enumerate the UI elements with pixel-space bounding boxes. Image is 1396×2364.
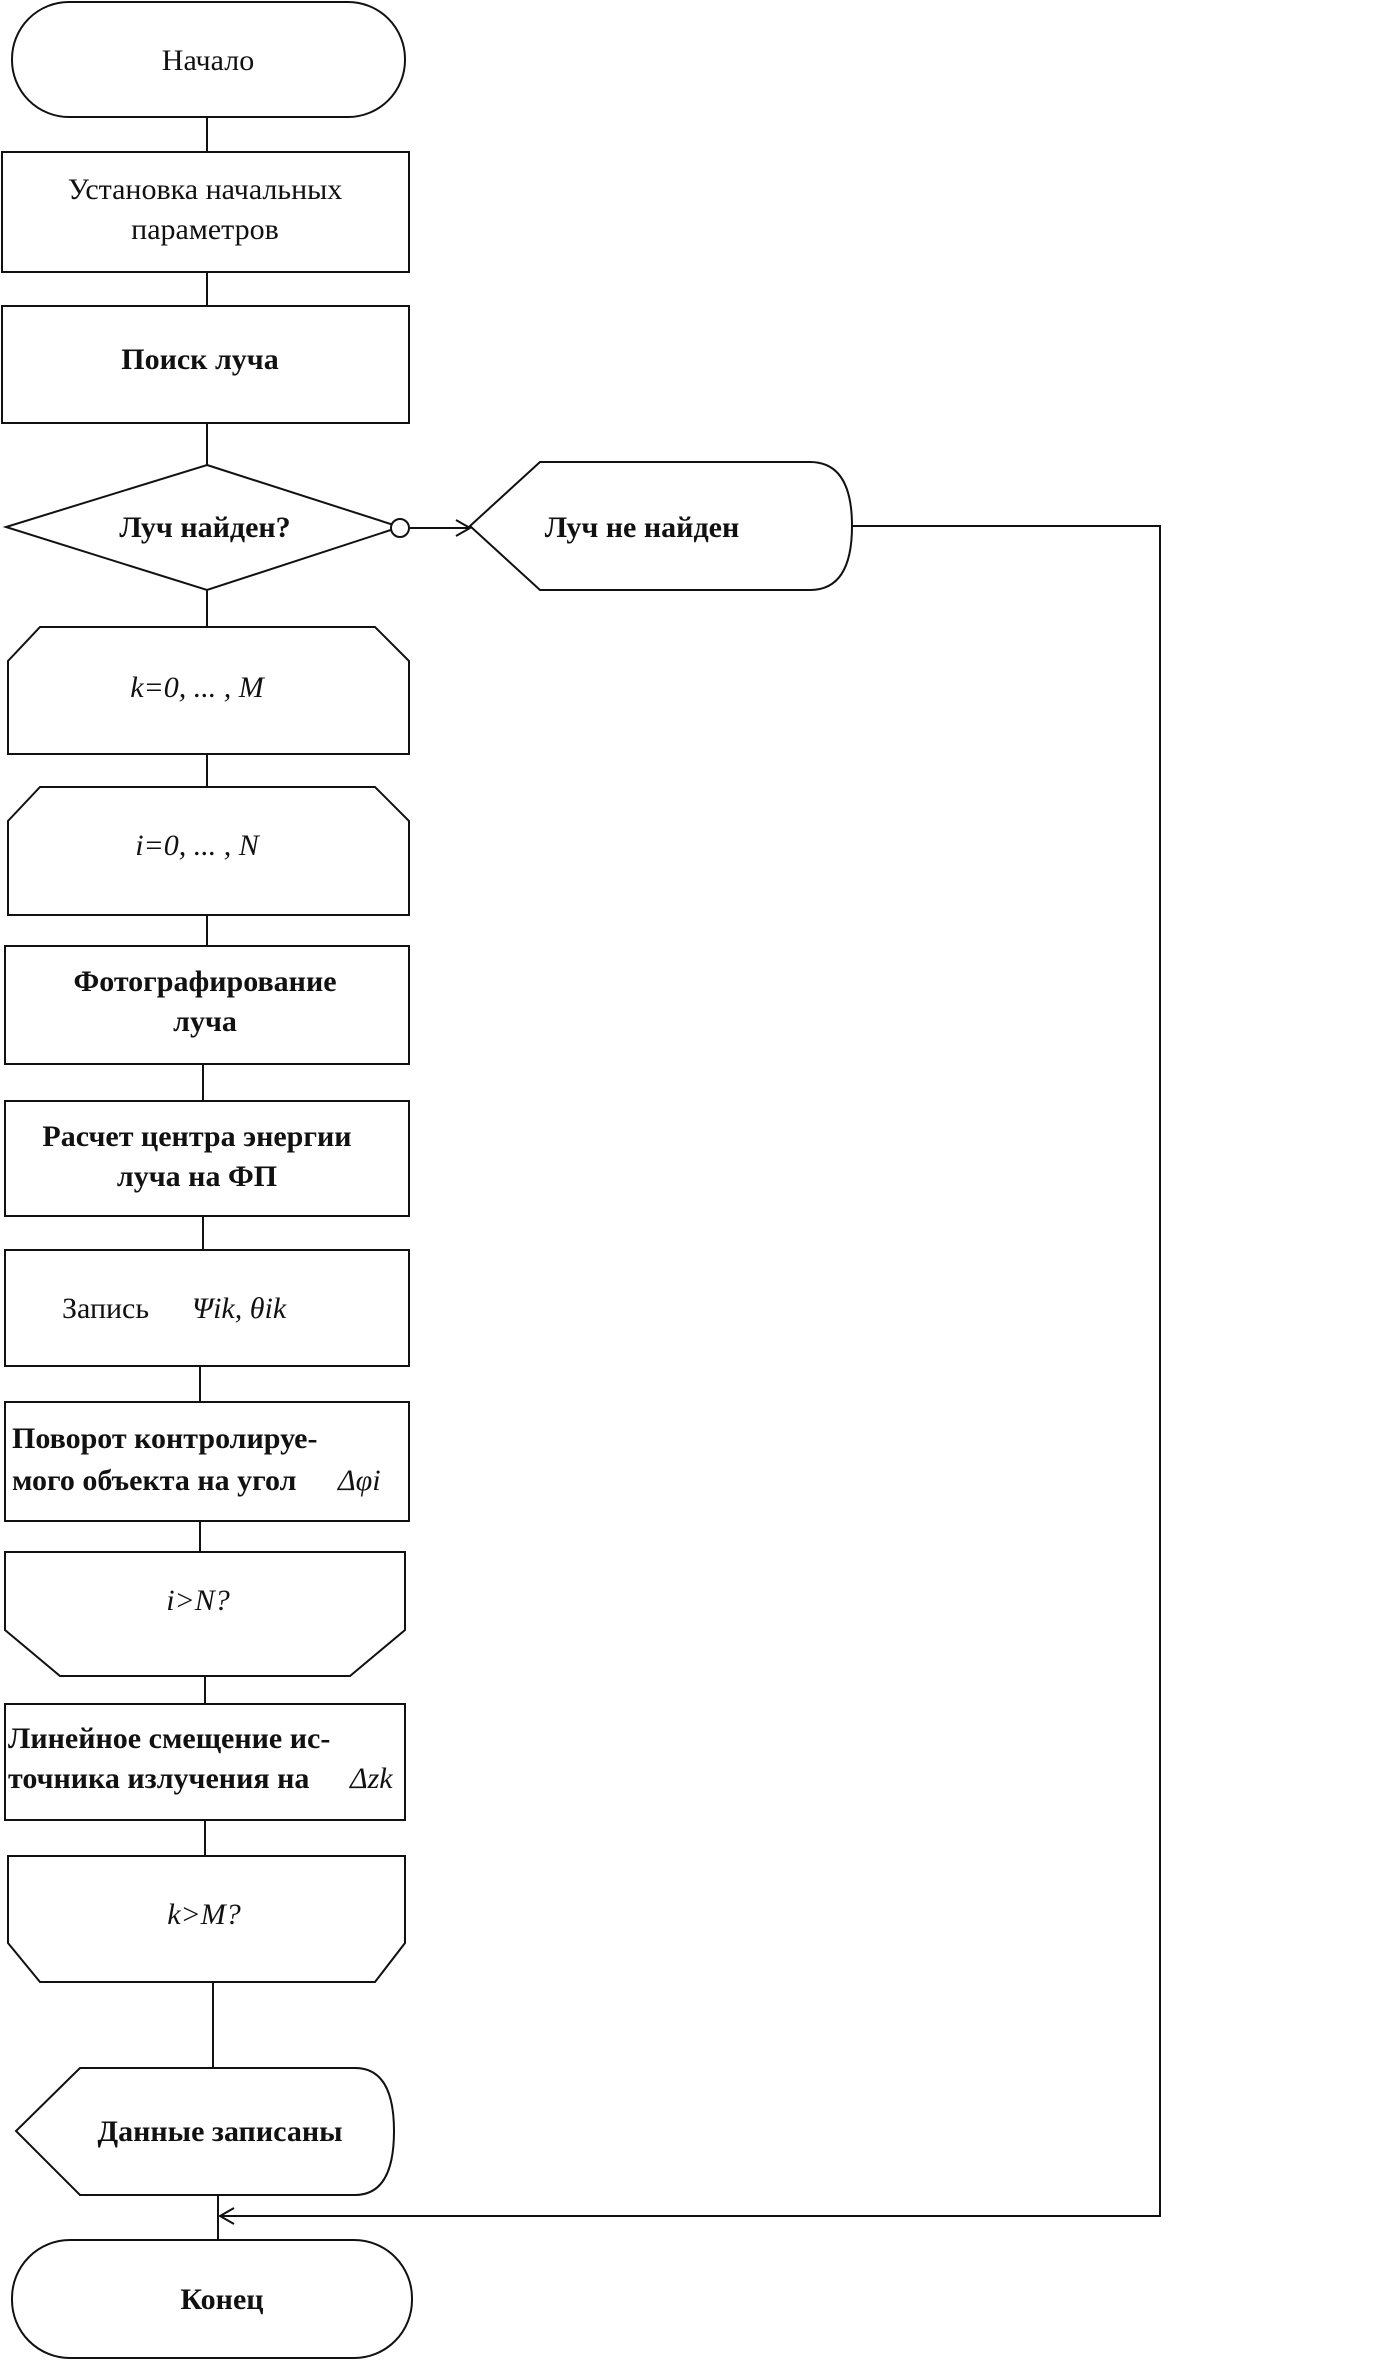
found-decision-label: Луч найден? <box>119 511 290 544</box>
end-label: Конец <box>180 2283 263 2316</box>
shift-label-line2: точника излучения на <box>8 1762 309 1795</box>
rotate-variable: Δφi <box>337 1464 381 1497</box>
calc-process: Расчет центра энергии луча на ФП <box>4 1100 410 1217</box>
init-process: Установка начальных параметров <box>1 151 410 273</box>
saved-label: Данные записаны <box>97 2115 342 2148</box>
init-label-line1: Установка начальных <box>68 173 343 206</box>
loop-k-start: k=0, ... , M <box>7 626 410 755</box>
rotate-label-line1: Поворот контролируе- <box>12 1422 317 1455</box>
init-label-line2: параметров <box>131 213 279 246</box>
loop-i-end-label: i>N? <box>166 1584 230 1617</box>
loop-i-start: i=0, ... , N <box>7 786 410 916</box>
found-decision: Луч найден? <box>2 463 410 592</box>
loop-k-end: k>M? <box>7 1855 406 1983</box>
calc-label-line2: луча на ФП <box>117 1160 277 1193</box>
record-label: Запись <box>62 1292 149 1325</box>
connector-notfound-return <box>220 525 1161 2217</box>
loop-i-end: i>N? <box>4 1551 406 1677</box>
calc-label-line1: Расчет центра энергии <box>42 1120 351 1153</box>
search-label: Поиск луча <box>121 343 278 376</box>
loop-k-label: k=0, ... , M <box>130 671 266 704</box>
photo-label-line1: Фотографирование <box>73 965 336 998</box>
not-found-label: Луч не найден <box>545 511 739 544</box>
record-variables: Ψik, θik <box>192 1292 287 1325</box>
arrowhead-notfound <box>455 519 473 537</box>
rotate-label-line2: мого объекта на угол <box>12 1464 297 1497</box>
arrowhead-return <box>217 2207 235 2225</box>
loop-i-label: i=0, ... , N <box>135 829 261 862</box>
record-process: Запись Ψik, θik <box>4 1249 410 1367</box>
loop-k-end-label: k>M? <box>167 1898 241 1931</box>
shift-label-line1: Линейное смещение ис- <box>8 1722 330 1755</box>
connector-lines <box>199 118 1161 2240</box>
shift-process: Линейное смещение ис- точника излучения … <box>4 1703 406 1821</box>
start-terminal: Начало <box>11 1 406 118</box>
saved-display: Данные записаны <box>14 2067 396 2196</box>
rotate-process: Поворот контролируе- мого объекта на уго… <box>4 1401 410 1522</box>
not-found-display: Луч не найден <box>468 461 854 591</box>
photo-label-line2: луча <box>173 1005 237 1038</box>
end-terminal: Конец <box>11 2239 413 2359</box>
shift-variable: Δzk <box>349 1762 393 1795</box>
start-label: Начало <box>162 44 254 77</box>
no-branch-marker <box>390 518 410 538</box>
search-process: Поиск луча <box>1 305 410 424</box>
photo-process: Фотографирование луча <box>4 945 410 1065</box>
